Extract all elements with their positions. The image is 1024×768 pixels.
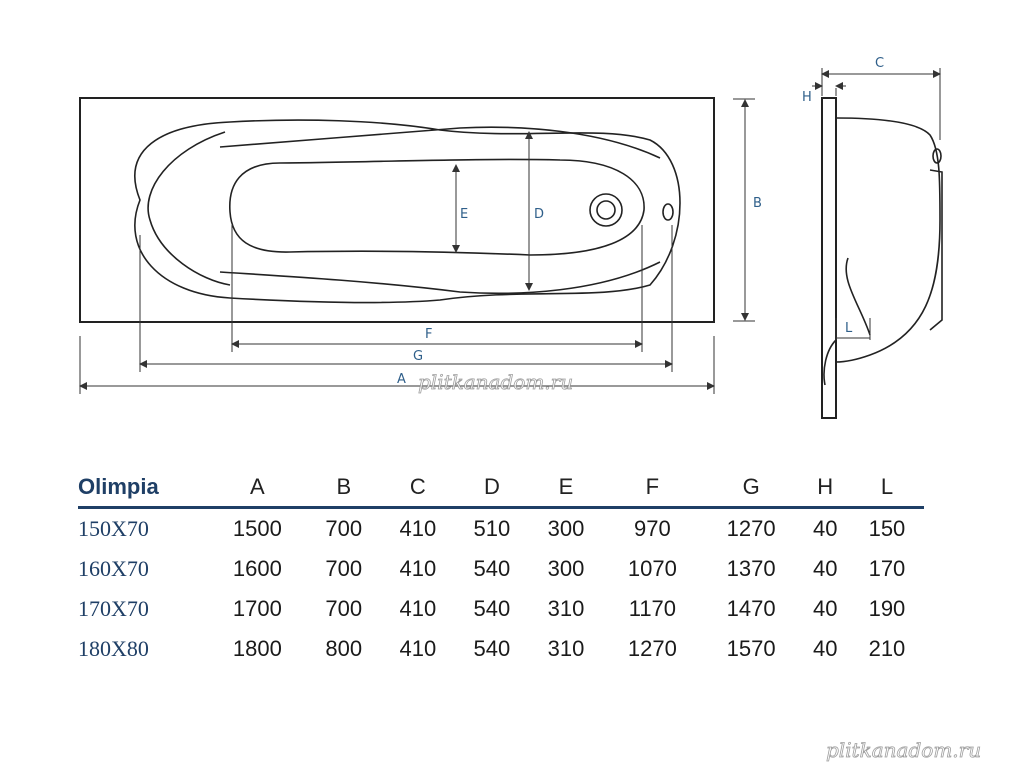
value-cell: 410 [399, 556, 437, 581]
column-header-g: G [701, 468, 801, 509]
value-cell: 1570 [726, 636, 776, 661]
value-cell: 40 [812, 556, 838, 581]
table-row: 180X80 1800 800 410 540 310 1270 1570 40… [78, 629, 924, 669]
value-cell: 410 [399, 516, 437, 541]
side-view-leg [845, 257, 871, 336]
column-header-b: B [306, 468, 381, 509]
watermark-corner-text: plitkanadom.ru [826, 738, 981, 762]
value-cell: 1070 [627, 556, 677, 581]
value-cell: 40 [812, 596, 838, 621]
bathtub-dimension-drawing: E D B F G A C H L plitkanadom.ru [79, 56, 943, 419]
value-cell: 510 [473, 516, 511, 541]
table-row: 150X70 1500 700 410 510 300 970 1270 40 … [78, 508, 924, 550]
value-cell: 410 [399, 636, 437, 661]
value-cell: 40 [812, 636, 838, 661]
value-cell: 1470 [726, 596, 776, 621]
value-cell: 1700 [232, 596, 282, 621]
dim-label-h: H [802, 90, 812, 105]
overflow-icon [662, 203, 674, 221]
side-view-skirt [929, 169, 943, 331]
value-cell: 40 [812, 516, 838, 541]
dim-label-b: B [753, 196, 762, 211]
value-cell: 540 [473, 556, 511, 581]
column-header-f: F [603, 468, 702, 509]
value-cell: 1370 [726, 556, 776, 581]
watermark-center: plitkanadom.ru [418, 370, 573, 394]
value-cell: 300 [547, 556, 585, 581]
dim-label-a: A [397, 372, 406, 387]
value-cell: 540 [473, 636, 511, 661]
upper-flow-line [219, 126, 661, 159]
dim-label-d: D [534, 207, 544, 222]
value-cell: 170 [868, 556, 906, 581]
top-view [79, 97, 715, 323]
model-cell: 170X70 [78, 596, 149, 621]
drain-outer-icon [589, 193, 623, 227]
value-cell: 700 [325, 556, 363, 581]
side-view-basin [835, 117, 941, 363]
side-view [821, 97, 943, 419]
dim-label-c: C [875, 56, 884, 71]
outer-basin-outline [134, 119, 681, 304]
value-cell: 150 [868, 516, 906, 541]
dimension-table: Olimpia A B C D E F G H L 150X70 1500 70… [78, 468, 924, 669]
value-cell: 300 [547, 516, 585, 541]
dim-label-l: L [845, 321, 853, 336]
lower-flow-line [219, 261, 661, 295]
column-header-a: A [208, 468, 307, 509]
inner-basin-floor [229, 158, 645, 256]
dim-label-g: G [413, 349, 423, 364]
model-cell: 180X80 [78, 636, 149, 661]
column-header-h: H [800, 468, 850, 509]
value-cell: 1170 [628, 596, 677, 621]
value-cell: 1800 [232, 636, 282, 661]
column-header-d: D [454, 468, 529, 509]
dim-label-f: F [425, 327, 432, 342]
watermark-corner: plitkanadom.ru [826, 738, 982, 763]
value-cell: 700 [325, 516, 363, 541]
dim-label-e: E [460, 207, 468, 222]
value-cell: 410 [399, 596, 437, 621]
model-cell: 150X70 [78, 516, 149, 541]
top-view-rim [79, 97, 715, 323]
side-view-support [823, 339, 837, 386]
value-cell: 1270 [627, 636, 677, 661]
value-cell: 700 [325, 596, 363, 621]
table-row: 160X70 1600 700 410 540 300 1070 1370 40… [78, 549, 924, 589]
value-cell: 210 [868, 636, 906, 661]
top-view-dimensions [79, 98, 755, 394]
model-cell: 160X70 [78, 556, 149, 581]
drain-inner-icon [596, 200, 616, 220]
value-cell: 800 [325, 636, 363, 661]
table-row: 170X70 1700 700 410 540 310 1170 1470 40… [78, 589, 924, 629]
column-header-e: E [528, 468, 603, 509]
side-view-rim [821, 97, 837, 419]
value-cell: 1500 [232, 516, 282, 541]
model-column-header: Olimpia [78, 468, 208, 509]
column-header-l: L [849, 468, 924, 509]
value-cell: 1270 [726, 516, 776, 541]
side-view-dimensions [812, 68, 941, 340]
table-header-row: Olimpia A B C D E F G H L [78, 468, 924, 509]
value-cell: 970 [634, 516, 671, 541]
value-cell: 190 [868, 596, 906, 621]
value-cell: 310 [547, 636, 585, 661]
value-cell: 310 [547, 596, 585, 621]
value-cell: 540 [473, 596, 511, 621]
side-view-overflow-icon [932, 148, 942, 164]
inner-shoulder-curve [147, 131, 231, 286]
value-cell: 1600 [232, 556, 282, 581]
column-header-c: C [380, 468, 455, 509]
